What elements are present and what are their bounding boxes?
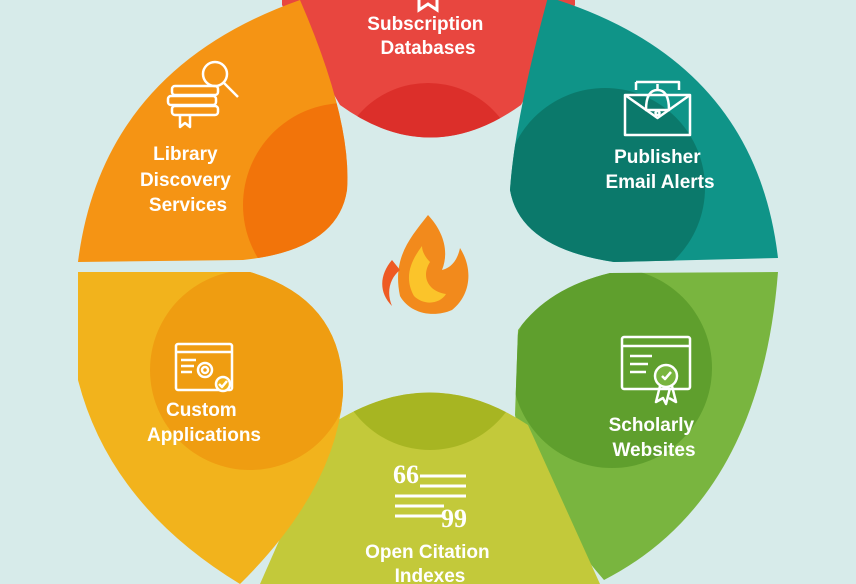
segment-label-publisher-email-alerts: Publisher Email Alerts xyxy=(605,147,714,193)
app-settings-icon xyxy=(174,342,234,393)
segment-shade xyxy=(510,88,705,262)
segment-shape xyxy=(282,0,575,138)
svg-text:66: 66 xyxy=(393,460,419,489)
segment-shape xyxy=(260,392,600,584)
flame-logo-icon xyxy=(382,215,469,314)
svg-text:99: 99 xyxy=(441,504,467,533)
segment-label-custom-applications: Custom Applications xyxy=(147,400,261,446)
segment-label-subscription-databases: Subscription Databases xyxy=(367,14,488,59)
certificate-icon xyxy=(620,335,692,406)
bookmark-icon xyxy=(417,0,439,13)
segment-label-open-citation-indexes: Open Citation Indexes xyxy=(365,542,495,584)
segment-label-scholarly-websites: Scholarly Websites xyxy=(609,415,700,461)
segment-shade xyxy=(515,272,712,468)
email-bell-icon xyxy=(623,80,692,137)
segment-shade xyxy=(150,272,344,470)
segment-shade xyxy=(335,392,525,450)
books-search-icon xyxy=(166,60,239,129)
segment-open-citation-indexes xyxy=(260,392,600,584)
segment-publisher-email-alerts xyxy=(510,0,778,262)
citation-quote-icon: 66 99 xyxy=(393,460,467,533)
segment-label-library-discovery-services: Library Discovery Services xyxy=(140,144,236,216)
segment-scholarly-websites xyxy=(515,272,778,580)
segment-custom-applications xyxy=(78,272,344,584)
